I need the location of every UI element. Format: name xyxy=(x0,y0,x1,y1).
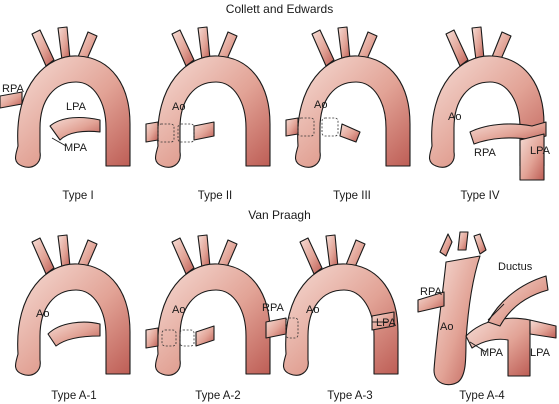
label-ao: Ao xyxy=(172,304,185,316)
caption-type-iii: Type III xyxy=(333,190,371,202)
label-ao: Ao xyxy=(314,99,327,111)
label-lpa: LPA xyxy=(66,101,87,113)
label-mpa: MPA xyxy=(480,347,504,359)
caption-type-a2: Type A-2 xyxy=(195,390,240,402)
diagram-type-i: RPA LPA MPA xyxy=(0,26,131,168)
label-rpa: RPA xyxy=(262,302,284,314)
diagram-type-ii: Ao xyxy=(145,26,271,168)
label-lpa: LPA xyxy=(530,347,551,359)
caption-type-i: Type I xyxy=(62,190,93,202)
title-collett-edwards: Collett and Edwards xyxy=(226,2,333,16)
label-ao: Ao xyxy=(306,304,319,316)
label-ao: Ao xyxy=(440,321,453,333)
caption-type-a3: Type A-3 xyxy=(327,390,372,402)
title-van-praagh: Van Praagh xyxy=(248,208,311,222)
label-ao: Ao xyxy=(448,111,461,123)
caption-type-iv: Type IV xyxy=(461,190,500,202)
label-ductus: Ductus xyxy=(498,261,533,273)
caption-type-a1: Type A-1 xyxy=(51,390,96,402)
label-lpa: LPA xyxy=(530,145,551,157)
diagram-type-a3: RPA Ao LPA xyxy=(262,234,399,376)
caption-type-a4: Type A-4 xyxy=(459,390,505,402)
caption-type-ii: Type II xyxy=(198,190,233,202)
diagram-type-a2: Ao xyxy=(145,234,271,376)
diagram-type-iv: Ao RPA LPA xyxy=(428,26,551,181)
label-ao: Ao xyxy=(172,101,185,113)
label-rpa: RPA xyxy=(420,286,442,298)
label-ao: Ao xyxy=(36,308,49,320)
diagram-type-iii: Ao xyxy=(285,26,411,168)
label-rpa: RPA xyxy=(474,147,496,159)
label-mpa: MPA xyxy=(64,142,88,154)
label-rpa: RPA xyxy=(2,83,24,95)
label-lpa: LPA xyxy=(376,317,397,329)
diagram-type-a4: RPA Ao MPA Ductus LPA xyxy=(417,231,557,386)
lpa-branch xyxy=(49,116,101,141)
diagram-type-a1: Ao xyxy=(14,234,131,376)
rpa-branch xyxy=(0,91,23,109)
